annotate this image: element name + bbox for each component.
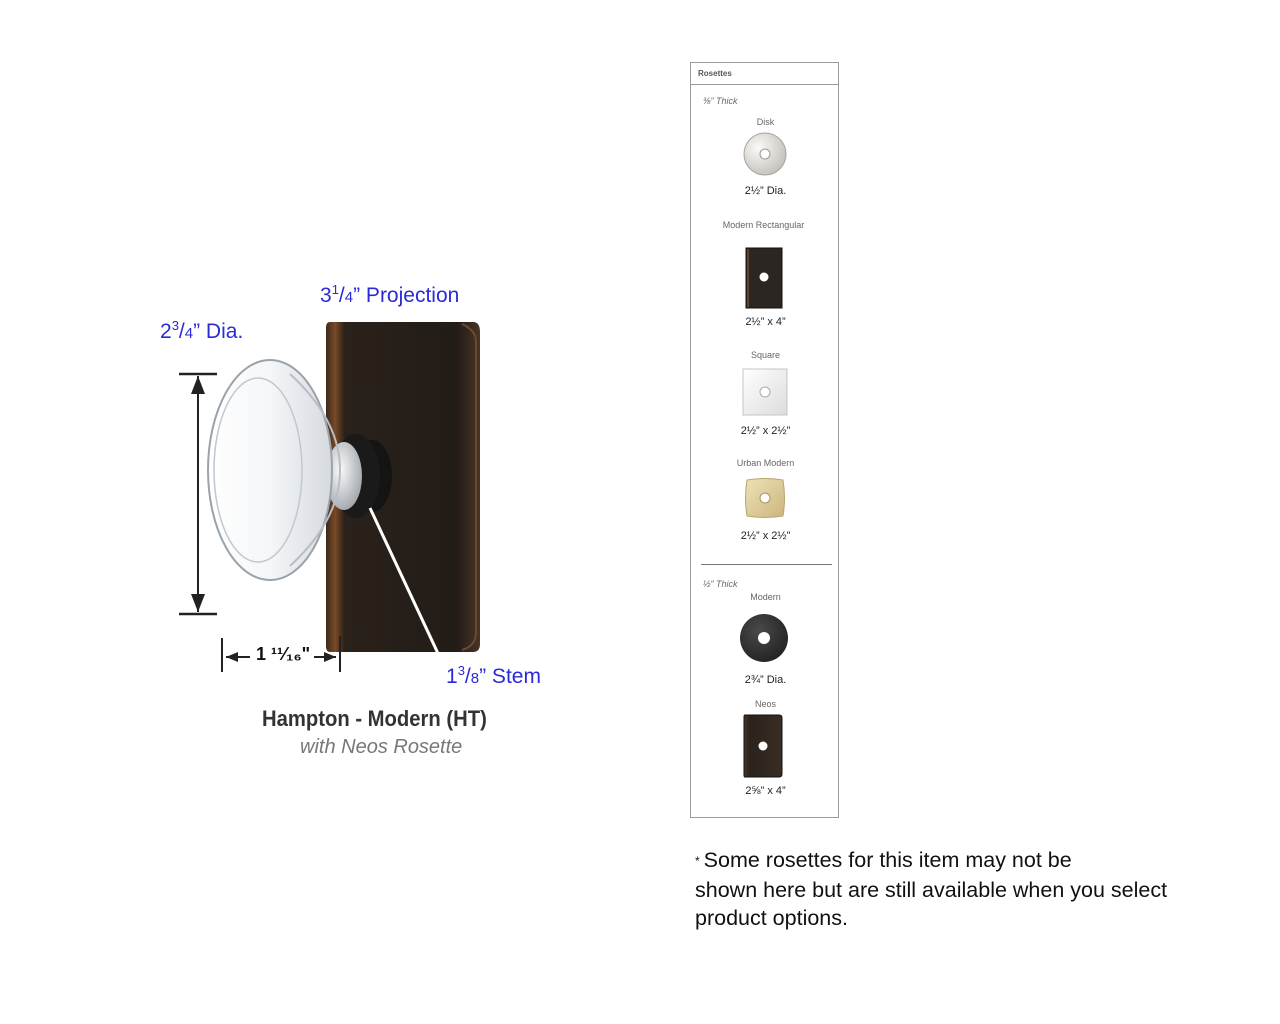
footnote-line-3: product options.	[695, 906, 848, 930]
rosette-availability-footnote: *Some rosettes for this item may not be …	[695, 846, 1255, 933]
hampton-knob-illustration	[179, 322, 480, 672]
rosette-name-disk: Disk	[756, 117, 775, 127]
diameter-dimension-label: 23/4” Dia.	[160, 318, 244, 343]
footnote-line-2: shown here but are still available when …	[695, 877, 1168, 902]
footnote-asterisk: *	[695, 854, 700, 868]
glass-knob	[207, 359, 333, 581]
stem-dimension-label: 13/8” Stem	[446, 663, 541, 688]
projection-dimension-label: 31/4” Projection	[320, 282, 460, 307]
rosette-size-square: 2½” x 2½”	[740, 425, 791, 437]
urban-modern-rosette-icon	[745, 478, 785, 518]
width-dimension-label: 1 ¹¹⁄₁₆"	[256, 644, 311, 664]
rosette-name-modern-rectangular: Modern Rectangular	[722, 220, 805, 230]
footnote-line-1: *Some rosettes for this item may not be	[695, 848, 1072, 872]
rosettes-panel-header: Rosettes	[691, 63, 838, 85]
model-subtitle: with Neos Rosette	[300, 736, 463, 758]
rectangular-rosette-icon	[745, 247, 783, 309]
thickness-label-1-2: ½” Thick	[703, 579, 738, 589]
rosette-name-modern: Modern	[750, 592, 781, 602]
knob-diagram: 23/4” Dia. 31/4” Projection 13/8” Stem 1…	[140, 270, 560, 770]
disk-rosette-icon	[743, 132, 787, 176]
model-title: Hampton - Modern (HT)	[262, 706, 487, 731]
neos-rosette-plate	[326, 322, 480, 652]
square-rosette-icon	[742, 368, 788, 416]
rosette-name-square: Square	[750, 350, 781, 360]
rosette-size-modern: 2¾” Dia.	[744, 674, 787, 686]
rosette-size-neos: 2⅝” x 4”	[745, 785, 786, 797]
rosette-size-modern-rectangular: 2½” x 4”	[745, 316, 786, 328]
rosette-size-disk: 2½” Dia.	[744, 185, 787, 197]
rosette-name-neos: Neos	[754, 699, 776, 709]
neos-rosette-icon	[743, 714, 783, 778]
modern-round-rosette-icon	[740, 614, 788, 662]
rosette-name-urban-modern: Urban Modern	[736, 458, 795, 468]
thickness-label-3-8: ⅜” Thick	[703, 96, 738, 106]
rosette-size-urban-modern: 2½” x 2½”	[740, 530, 791, 542]
rosettes-panel: Rosettes ⅜” Thick Disk 2½” Dia. Modern R…	[690, 62, 839, 818]
panel-divider	[701, 564, 832, 565]
